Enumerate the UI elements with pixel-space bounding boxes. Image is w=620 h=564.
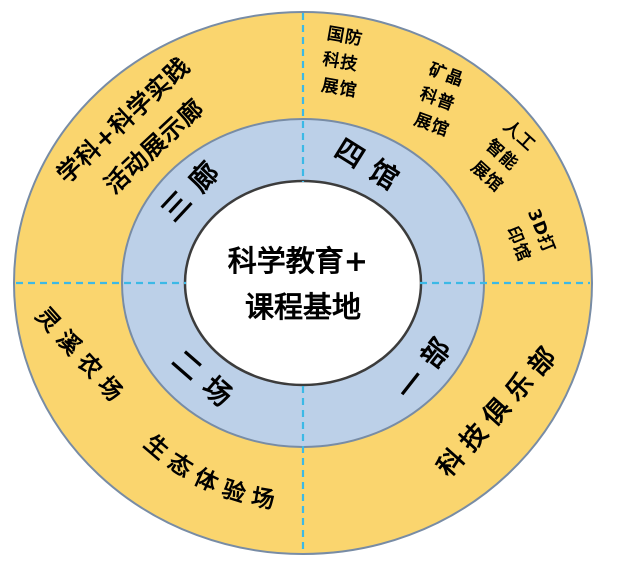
center-circle [183,179,423,387]
center-label-line1: 科学教育+ [228,244,368,278]
center-label: 科学教育+ 课程基地 [228,244,378,324]
center-label-line2: 课程基地 [245,290,361,324]
